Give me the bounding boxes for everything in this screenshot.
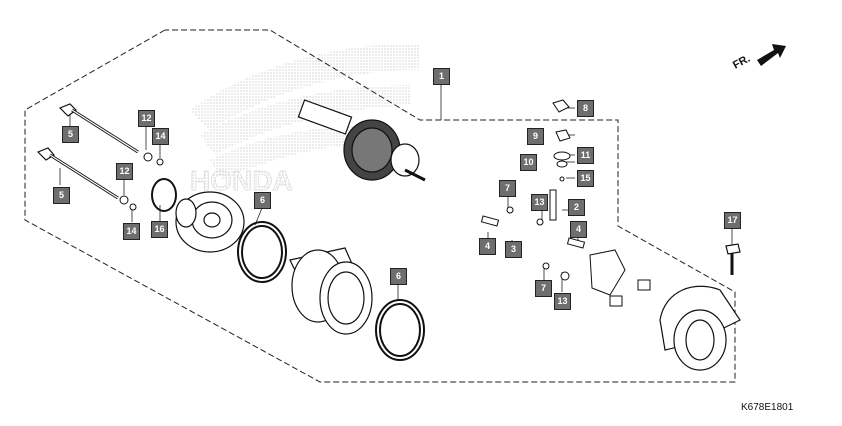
callout-2: 2 [568, 199, 585, 216]
callout-11: 11 [577, 147, 594, 164]
callout-17: 17 [724, 212, 741, 229]
yoke-housing [289, 247, 373, 335]
washer-parts [119, 152, 164, 211]
through-bolt-lower [36, 147, 119, 200]
callout-7b: 7 [535, 280, 552, 297]
callout-6b: 6 [390, 268, 407, 285]
rear-cover [659, 243, 741, 371]
callout-15: 15 [577, 170, 594, 187]
callout-1: 1 [433, 68, 450, 85]
o-ring [151, 178, 177, 212]
callout-4a: 4 [479, 238, 496, 255]
diagram-code: K678E1801 [741, 402, 794, 413]
callout-13a: 13 [531, 194, 548, 211]
callout-6a: 6 [254, 192, 271, 209]
armature [297, 99, 426, 182]
callout-4b: 4 [570, 221, 587, 238]
callout-8: 8 [577, 100, 594, 117]
callout-5a: 5 [62, 126, 79, 143]
callout-7a: 7 [499, 180, 516, 197]
callout-9: 9 [527, 128, 544, 145]
callout-16: 16 [151, 221, 168, 238]
callout-12b: 12 [116, 163, 133, 180]
front-cover [175, 191, 245, 253]
callout-14a: 14 [152, 128, 169, 145]
callout-5b: 5 [53, 187, 70, 204]
front-direction-arrow-icon [757, 44, 786, 66]
callout-3: 3 [505, 241, 522, 258]
through-bolt-upper [58, 103, 139, 154]
callout-10: 10 [520, 154, 537, 171]
terminal-hardware [552, 99, 571, 182]
brand-watermark: HONDA [190, 44, 420, 196]
brush-parts [480, 189, 651, 307]
callout-13b: 13 [554, 293, 571, 310]
svg-text:HONDA: HONDA [190, 165, 293, 196]
assembly-outline [24, 29, 736, 383]
callout-14b: 14 [123, 223, 140, 240]
callout-12a: 12 [138, 110, 155, 127]
seal-rings [237, 221, 425, 361]
